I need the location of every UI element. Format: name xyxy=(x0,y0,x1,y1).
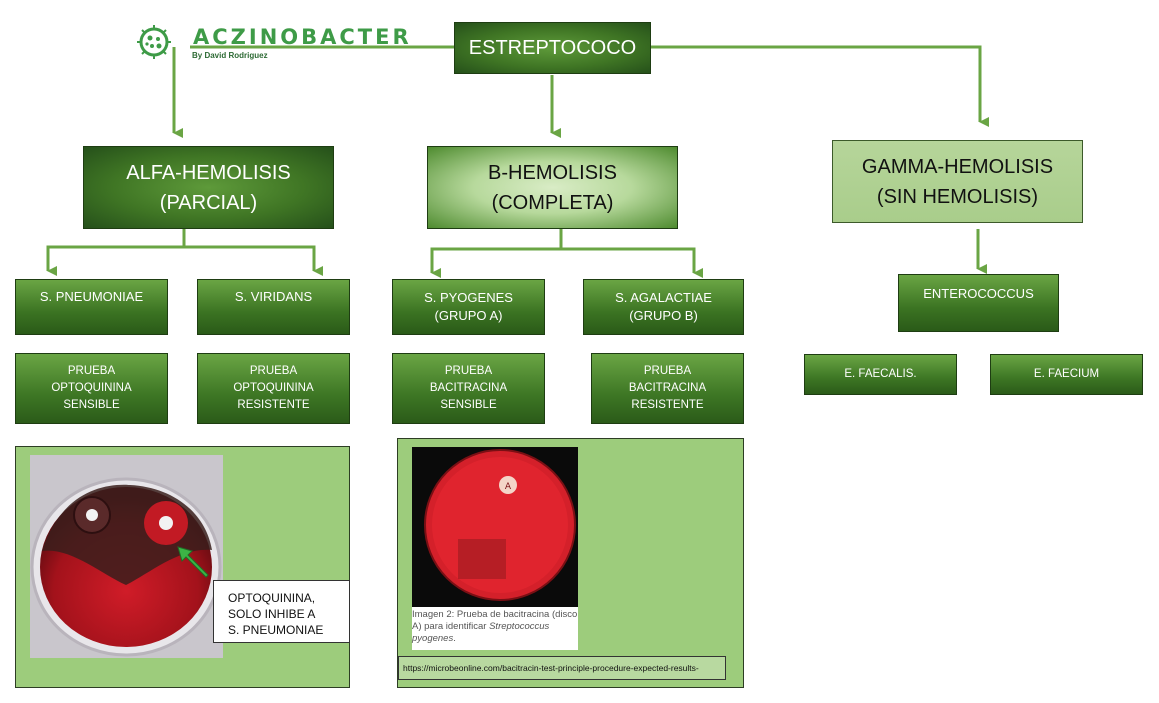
species-pneumoniae-label: S. PNEUMONIAE xyxy=(39,289,144,304)
branch-alfa: ALFA-HEMOLISIS (PARCIAL) xyxy=(83,146,334,229)
optochin-panel: OPTOQUININA, SOLO INHIBE A S. PNEUMONIAE xyxy=(15,446,350,688)
caption-italic: Streptococcus pyogenes xyxy=(412,621,550,644)
species-pneumoniae: S. PNEUMONIAE xyxy=(15,279,168,335)
test-pyogenes-line2: BACITRACINA xyxy=(429,382,508,394)
test-agalactiae-line2: BACITRACINA xyxy=(628,382,707,394)
optochin-callout-line1: OPTOQUININA, xyxy=(228,591,316,605)
logo-title: ACZINOBACTER xyxy=(193,25,412,49)
optochin-plate-image xyxy=(30,455,223,658)
species-viridans: S. VIRIDANS xyxy=(197,279,350,335)
test-agalactiae-line3: RESISTENTE xyxy=(631,399,704,411)
arrow-viridans xyxy=(184,245,323,276)
branch-gamma-line1: GAMMA-HEMOLISIS xyxy=(861,155,1054,178)
disc-label: A xyxy=(505,482,512,492)
test-faecalis: E. FAECALIS. xyxy=(804,354,957,395)
species-enterococcus: ENTEROCOCCUS xyxy=(898,274,1059,332)
branch-gamma-line2: (SIN HEMOLISIS) xyxy=(876,185,1039,208)
test-faecium-label: E. FAECIUM xyxy=(1033,368,1100,380)
branch-gamma: GAMMA-HEMOLISIS (SIN HEMOLISIS) xyxy=(832,140,1083,223)
species-pyogenes-line1: S. PYOGENES xyxy=(424,290,513,305)
branch-beta-line2: (COMPLETA) xyxy=(491,191,614,214)
optochin-callout: OPTOQUININA, SOLO INHIBE A S. PNEUMONIAE xyxy=(213,580,350,643)
logo-subtitle: By David Rodriguez xyxy=(192,51,268,60)
test-viridans-line2: OPTOQUININA xyxy=(233,382,314,394)
bacteria-logo-icon xyxy=(137,25,171,59)
arrow-agalactiae xyxy=(561,247,703,278)
test-viridans-line1: PRUEBA xyxy=(249,365,298,377)
test-pneumoniae-line2: OPTOQUININA xyxy=(51,382,132,394)
bacitracin-plate-image: A xyxy=(412,447,578,607)
optochin-callout-line2: SOLO INHIBE A xyxy=(228,607,316,621)
test-pyogenes-line3: SENSIBLE xyxy=(440,399,497,411)
species-pyogenes: S. PYOGENES (GRUPO A) xyxy=(392,279,545,335)
test-faecalis-label: E. FAECALIS. xyxy=(844,368,917,380)
species-agalactiae: S. AGALACTIAE (GRUPO B) xyxy=(583,279,744,335)
species-enterococcus-label: ENTEROCOCCUS xyxy=(923,286,1034,301)
test-faecium: E. FAECIUM xyxy=(990,354,1143,395)
root-node: ESTREPTOCOCO xyxy=(454,22,651,74)
source-url[interactable]: https://microbeonline.com/bacitracin-tes… xyxy=(398,656,726,680)
test-pneumoniae: PRUEBA OPTOQUININA SENSIBLE xyxy=(15,353,168,424)
species-viridans-label: S. VIRIDANS xyxy=(234,289,313,304)
branch-alfa-line1: ALFA-HEMOLISIS xyxy=(126,161,291,184)
test-viridans: PRUEBA OPTOQUININA RESISTENTE xyxy=(197,353,350,424)
arrow-gamma xyxy=(651,45,989,127)
test-pneumoniae-line1: PRUEBA xyxy=(67,365,116,377)
arrow-pyogenes xyxy=(430,229,563,278)
caption-end: . xyxy=(453,633,456,644)
test-viridans-line3: RESISTENTE xyxy=(237,399,310,411)
root-label: ESTREPTOCOCO xyxy=(468,36,637,59)
species-pyogenes-line2: (GRUPO A) xyxy=(434,308,503,323)
bacitracin-caption: Imagen 2: Prueba de bacitracina (disco A… xyxy=(412,609,578,645)
species-agalactiae-line1: S. AGALACTIAE xyxy=(615,290,712,305)
arrow-pneumoniae xyxy=(46,229,186,276)
branch-beta-line1: B-HEMOLISIS xyxy=(488,161,617,184)
branch-alfa-line2: (PARCIAL) xyxy=(159,191,258,214)
test-pyogenes-line1: PRUEBA xyxy=(444,365,493,377)
optochin-callout-line3: S. PNEUMONIAE xyxy=(228,623,324,637)
test-pyogenes: PRUEBA BACITRACINA SENSIBLE xyxy=(392,353,545,424)
test-agalactiae: PRUEBA BACITRACINA RESISTENTE xyxy=(591,353,744,424)
test-pneumoniae-line3: SENSIBLE xyxy=(63,399,120,411)
branch-beta: B-HEMOLISIS (COMPLETA) xyxy=(427,146,678,229)
test-agalactiae-line1: PRUEBA xyxy=(643,365,692,377)
species-agalactiae-line2: (GRUPO B) xyxy=(629,308,698,323)
caption-plain: Imagen 2: Prueba de bacitracina (disco A… xyxy=(412,609,578,632)
bacitracin-figure: A Imagen 2: Prueba de bacitracina (disco… xyxy=(412,447,578,650)
bacitracin-panel: A Imagen 2: Prueba de bacitracina (disco… xyxy=(397,438,744,688)
